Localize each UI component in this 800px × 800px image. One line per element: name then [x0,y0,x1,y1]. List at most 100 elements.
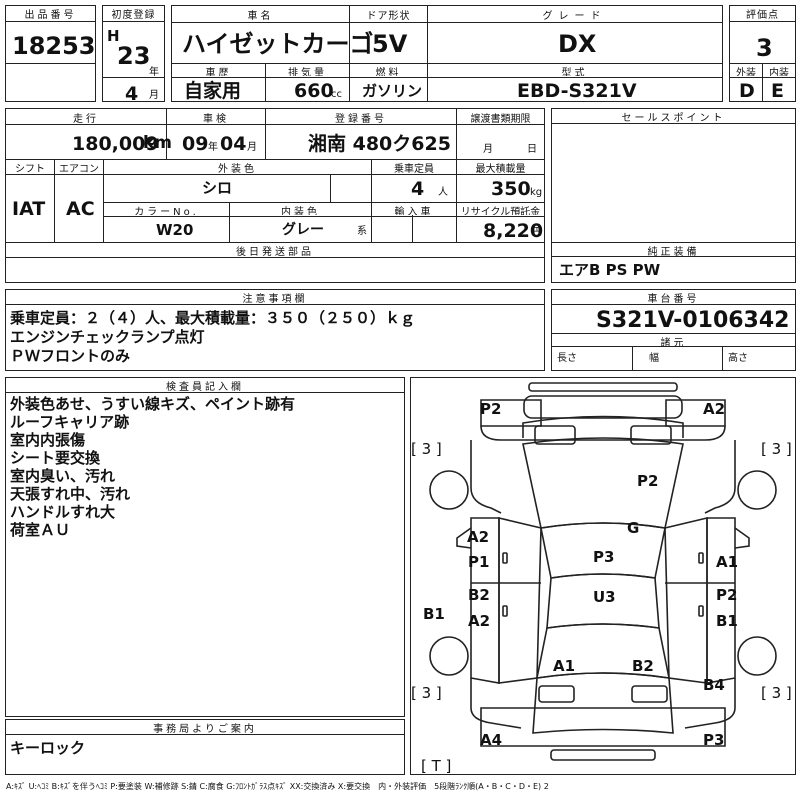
mileage-label: 走行 [6,110,166,123]
displacement: 660 [294,80,334,102]
cautions-box: 注意事項欄 乗車定員：２（４）人、最大積載量：３５０（２５０）ｋｇ エンジンチェ… [5,289,545,371]
recycle-unit: 円 [532,227,542,238]
displacement-label: 排気量 [266,64,349,76]
mileage-unit: km [143,133,173,153]
chassis-label: 車台番号 [552,290,795,305]
max-load: 350 [491,178,531,200]
fuel-label: 燃料 [350,64,427,76]
lot-number-label: 出品番号 [6,6,95,22]
fuel: ガソリン [362,82,423,100]
capacity-unit: 人 [438,187,448,198]
grade: DX [558,30,597,58]
sales-equipment-box: セールスポイント 純正装備 エアB PS PW [551,108,796,283]
damage-mark: P2 [480,400,502,418]
inspector-note: シート要交換 [10,449,101,467]
reg-month: 4 [125,83,139,105]
air-conditioner: AC [66,198,95,220]
mileage: 180,009 [72,133,159,155]
ext-grade: D [739,80,755,102]
car-outline [429,382,777,761]
door-type: 5V [372,30,408,58]
reg-year: 23 [117,42,151,70]
shift: IAT [12,198,46,220]
caution-line: エンジンチェックランプ点灯 [10,328,205,346]
office-note: キーロック [10,739,86,757]
damage-mark: B2 [632,657,654,675]
vehicle-info-box: 車名 ドア形状 グレード ハイゼットカーゴ 5V DX 車歴 排気量 燃料 型式… [171,5,723,102]
interior-color-label: 内装色 [230,203,371,215]
exterior-color-label: 外装色 [104,160,371,173]
damage-mark: P2 [716,586,738,604]
max-load-label: 最大積載量 [457,160,544,173]
grade-label: グレード [428,7,721,21]
equipment-label: 純正装備 [552,243,795,257]
car-name: ハイゼットカーゴ [182,30,374,58]
int-grade: E [771,80,784,102]
damage-mark: B1 [423,605,445,623]
capacity-label: 乗車定員 [372,160,456,173]
lot-number: 18253 [12,32,96,60]
history: 自家用 [184,80,242,102]
recycle-fee: 8,220 [483,220,544,242]
later-parts-label: 後日発送部品 [6,243,544,256]
damage-mark: B4 [703,676,725,694]
inspector-note: ハンドルすれ大 [10,503,116,521]
tire-mark: [ 3 ] [761,440,792,458]
damage-mark: A1 [716,553,739,571]
damage-mark: B2 [468,586,490,604]
specs-box: 走行 車検 登録番号 譲渡書類期限 180,009 km 09 年 04 月 湘… [5,108,545,283]
height-label: 高さ [728,353,748,364]
damage-mark: A4 [480,731,503,749]
inspector-note: 天張すれ中、汚れ [10,485,131,503]
damage-mark: A2 [703,400,726,418]
ac-label: エアコン [55,160,103,173]
score-label: 評価点 [730,6,795,22]
shift-label: シフト [6,160,54,173]
model-label: 型式 [428,64,721,76]
displacement-unit: cc [331,89,342,100]
legend-footer: A:ｷｽﾞ U:ﾍｺﾐ B:ｷｽﾞを伴うﾍｺﾐ P:要塗装 W:補修跡 S:錆 … [6,782,549,791]
length-label: 長さ [557,353,577,364]
ext-grade-label: 外装 [730,64,762,76]
damage-mark: B1 [716,612,738,630]
inspection-month-unit: 月 [247,142,257,153]
inspector-note: 室内臭い、汚れ [10,467,116,485]
chassis-number: S321V-0106342 [596,308,790,333]
damage-mark: A1 [553,657,576,675]
damage-mark: U3 [593,588,616,606]
damage-mark: P2 [637,472,659,490]
inspector-note: ルーフキャリア跡 [10,413,130,431]
int-grade-label: 内装 [763,64,795,76]
color-number: W20 [156,221,194,239]
transfer-month-unit: 月 [483,144,493,155]
transfer-day-unit: 日 [527,144,537,155]
damage-mark: P3 [593,548,615,566]
door-label: ドア形状 [350,7,427,21]
interior-color-suffix: 系 [357,226,367,237]
car-name-label: 車名 [172,7,349,21]
era: H [107,27,120,45]
inspection-year-unit: 年 [208,142,218,153]
tire-mark: [ 3 ] [411,684,442,702]
history-label: 車歴 [172,64,265,76]
damage-mark: P1 [468,553,490,571]
month-unit: 月 [149,90,159,101]
dims-label: 諸元 [552,334,795,347]
inspector-box: 検査員記入欄 外装色あせ、うすい線キズ、ペイント跡有 ルーフキャリア跡 室内内張… [5,377,405,717]
inspector-note: 室内内張傷 [10,431,86,449]
inspector-label: 検査員記入欄 [6,378,404,393]
capacity: 4 [411,178,425,200]
office-box: 事務局よりご案内 キーロック [5,719,405,775]
score-box: 評価点 3 外装 内装 D E [729,5,796,102]
inspection-year: 09 [182,133,209,155]
max-load-unit: kg [530,187,543,198]
first-reg-label: 初度登録 [103,6,164,22]
plate-label: 登録番号 [266,110,456,123]
cautions-label: 注意事項欄 [6,290,544,305]
damage-mark: A2 [467,528,490,546]
damage-mark: G [627,519,640,537]
caution-line: ＰＷフロントのみ [10,347,131,365]
damage-mark: P3 [703,731,725,749]
inspector-note: 荷室ＡＵ [10,521,71,539]
damage-diagram: P2 A2 [ 3 ] [ 3 ] P2 G A2 P1 P3 A1 B2 U3… [410,377,796,775]
